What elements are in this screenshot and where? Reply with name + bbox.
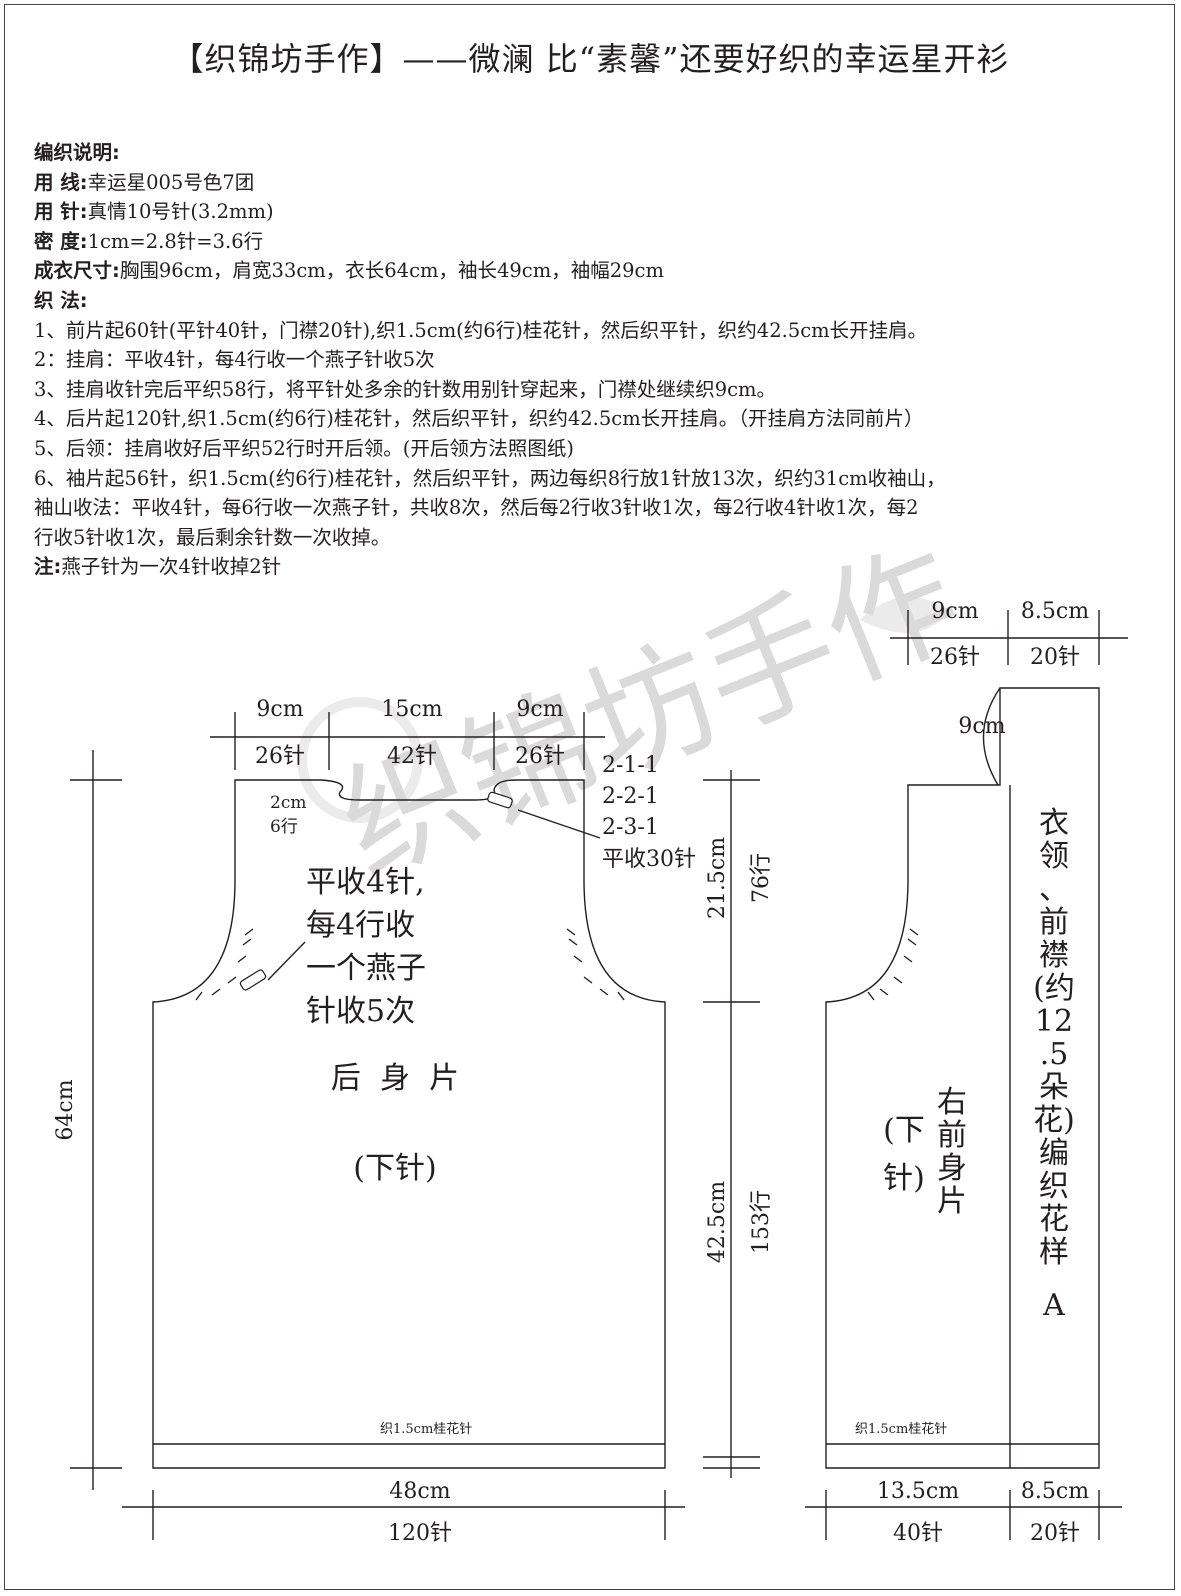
- decrease-marks: [195, 928, 919, 1001]
- front-shoulder-stitches: 26针: [930, 645, 980, 670]
- armhole-note-4: 针收5次: [306, 994, 415, 1029]
- needle-pointer-icon: [239, 791, 513, 991]
- back-left-shoulder-cm: 9cm: [256, 697, 303, 722]
- band-pattern-letter: A: [1042, 1288, 1065, 1323]
- decrease-mark: [195, 928, 254, 1001]
- upper-height-cm: 21.5cm: [705, 837, 730, 919]
- step-line: 3、挂肩收针完后平织58行，将平针处多余的针数用别针穿起来，门襟处继续织9cm。: [34, 377, 777, 401]
- front-piece-outline: [825, 687, 1100, 1469]
- back-right-shoulder-cm: 9cm: [516, 697, 563, 722]
- page-title: 【织锦坊手作】——微澜 比“素馨”还要好织的幸运星开衫: [171, 40, 1010, 78]
- step-line: 5、后领：挂肩收好后平织52行时开后领。(开后领方法照图纸): [34, 436, 574, 460]
- band-char: 衣: [1039, 806, 1069, 841]
- gauge-value: 1cm=2.8针=3.6行: [87, 229, 264, 253]
- back-piece-outline: [152, 779, 666, 1469]
- yarn-value: 幸运星005号色7团: [87, 170, 255, 194]
- step-line: 行收5针收1次，最后剩余针数一次收掉。: [34, 525, 391, 549]
- neck-shaping-4: 平收30针: [602, 847, 696, 872]
- collar-arc: [982, 687, 1001, 786]
- front-band-bottom-cm: 8.5cm: [1021, 1479, 1089, 1504]
- upper-height-rows: 76行: [749, 853, 774, 903]
- size-label: 成衣尺寸:: [34, 259, 120, 283]
- step-line: 4、后片起120针,织1.5cm(约6行)桂花针，然后织平针，织约42.5cm长…: [34, 407, 924, 431]
- decrease-mark: [566, 928, 625, 1001]
- knitting-instructions: 编织说明: 用 线:幸运星005号色7团 用 针:真情10号针(3.2mm) 密…: [34, 138, 1154, 582]
- size-line: 成衣尺寸:胸围96cm，肩宽33cm，衣长64cm，袖长49cm，袖幅29cm: [34, 256, 1154, 286]
- front-band-stitches: 20针: [1030, 645, 1080, 670]
- step-line: 6、袖片起56针，织1.5cm(约6行)桂花针，然后织平针，两边每织8行放1针放…: [34, 466, 946, 490]
- pointer-line: [517, 809, 601, 839]
- decrease-mark: [867, 928, 919, 1001]
- band-char: 编: [1039, 1136, 1069, 1171]
- gauge-label: 密 度:: [34, 229, 88, 253]
- back-width-cm: 48cm: [389, 1479, 450, 1504]
- back-length-cm: 64cm: [53, 1079, 78, 1140]
- band-char: 样: [1039, 1235, 1069, 1270]
- note-label: 注:: [34, 555, 62, 579]
- band-char: 花): [1033, 1103, 1075, 1138]
- band-char: 织: [1039, 1169, 1069, 1204]
- band-char: .5: [1040, 1037, 1069, 1072]
- yarn-line: 用 线:幸运星005号色7团: [34, 168, 1154, 198]
- front-name-char: 前: [937, 1118, 967, 1153]
- yarn-label: 用 线:: [34, 170, 88, 194]
- needle-value: 真情10号针(3.2mm): [87, 200, 274, 224]
- armhole-note-1: 平收4针,: [306, 865, 425, 900]
- leaf-icon: [860, 597, 950, 633]
- back-stitch-type: (下针): [353, 1151, 436, 1186]
- size-value: 胸围96cm，肩宽33cm，衣长64cm，袖长49cm，袖幅29cm: [119, 259, 664, 283]
- needle-label: 用 针:: [34, 200, 88, 224]
- collar-height-cm: 9cm: [958, 714, 1005, 739]
- neck-depth-cm: 2cm: [270, 793, 306, 813]
- watermark-ring: [297, 697, 423, 823]
- lower-height-cm: 42.5cm: [705, 1181, 730, 1263]
- back-piece-name: 后 身 片: [331, 1061, 459, 1096]
- step-line: 袖山收法：平收4针，每6行收一次燕子针，共收8次，然后每2行收3针收1次，每2行…: [34, 496, 919, 520]
- step-line: 2：挂肩：平收4针，每4行收一个燕子针收5次: [34, 348, 435, 372]
- front-band-cm: 8.5cm: [1021, 599, 1089, 624]
- neck-depth-rows: 6行: [270, 817, 298, 837]
- band-char: 12: [1035, 1004, 1073, 1039]
- back-neck-width-cm: 15cm: [381, 697, 442, 722]
- page-frame: [4, 4, 1175, 1590]
- neck-shaping-2: 2-2-1: [602, 784, 659, 809]
- back-width-stitches: 120针: [388, 1521, 452, 1546]
- front-name-char: 身: [937, 1151, 967, 1186]
- band-char: (约: [1033, 971, 1075, 1006]
- front-name-char: 右: [937, 1085, 967, 1120]
- neck-shaping-1: 2-1-1: [602, 753, 659, 778]
- front-shoulder-cm: 9cm: [931, 599, 978, 624]
- step-line: 1、前片起60针(平针40针，门襟20针),织1.5cm(约6行)桂花针，然后织…: [34, 318, 928, 342]
- back-neck-stitches: 42针: [387, 744, 437, 769]
- front-bottom-cm: 13.5cm: [877, 1479, 959, 1504]
- back-right-shoulder-stitches: 26针: [515, 744, 565, 769]
- front-bottom-stitches: 40针: [893, 1521, 943, 1546]
- front-stitch-type: 针): [883, 1161, 925, 1196]
- band-char: 前: [1039, 905, 1069, 940]
- lower-height-rows: 153行: [749, 1190, 774, 1254]
- neck-shaping-3: 2-3-1: [602, 815, 659, 840]
- armhole-note-3: 一个燕子: [306, 951, 426, 986]
- pointer-line: [267, 941, 306, 981]
- front-stitch-type: (下: [883, 1113, 925, 1148]
- gauge-line: 密 度:1cm=2.8针=3.6行: [34, 227, 1154, 257]
- back-border-note: 织1.5cm桂花针: [380, 1421, 472, 1437]
- front-border-note: 织1.5cm桂花针: [855, 1421, 947, 1437]
- band-char: 花: [1039, 1202, 1069, 1237]
- needle-line: 用 针:真情10号针(3.2mm): [34, 197, 1154, 227]
- front-band-label: 衣 领 、 前 襟 (约 12 .5 朵 花) 编 织 花 样 A: [1033, 806, 1075, 1323]
- instructions-heading: 编织说明:: [34, 141, 120, 164]
- method-label: 织 法:: [34, 288, 88, 312]
- front-name-char: 片: [937, 1184, 967, 1219]
- band-char: 襟: [1039, 938, 1069, 973]
- front-band-bottom-stitches: 20针: [1030, 1521, 1080, 1546]
- note-line: 注:燕子针为一次4针收掉2针: [34, 552, 1154, 582]
- note-value: 燕子针为一次4针收掉2针: [61, 555, 282, 579]
- band-char: 朵: [1039, 1070, 1069, 1105]
- armhole-note-2: 每4行收: [306, 908, 415, 943]
- band-char: 、: [1039, 872, 1069, 907]
- back-left-shoulder-stitches: 26针: [255, 744, 305, 769]
- band-char: 领: [1039, 839, 1069, 874]
